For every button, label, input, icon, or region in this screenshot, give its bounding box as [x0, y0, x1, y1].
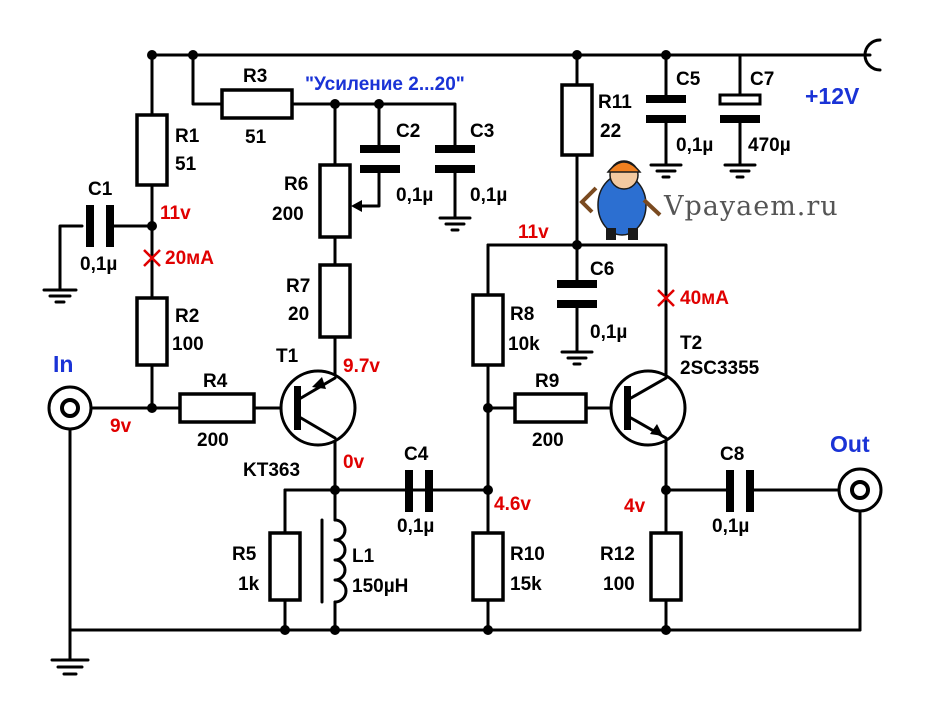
- resistor-r8: R8 10k: [471, 293, 540, 367]
- c3-value: 0,1µ: [470, 185, 507, 206]
- c4-value: 0,1µ: [397, 516, 434, 537]
- input-connector: [47, 385, 93, 431]
- r8-name: R8: [510, 304, 534, 325]
- ground-symbols: [42, 163, 757, 676]
- potentiometer-r6: R6 200: [272, 163, 362, 239]
- voltage-r11: 11v: [518, 222, 549, 243]
- c3-name: C3: [470, 121, 494, 142]
- r1-name: R1: [175, 126, 200, 147]
- gain-note: "Усиление 2...20": [305, 74, 465, 95]
- r7-name: R7: [286, 276, 310, 297]
- resistor-r2: R2 100: [135, 296, 204, 367]
- r1-value: 51: [175, 154, 197, 175]
- c4-name: C4: [404, 444, 429, 465]
- c7-name: C7: [750, 69, 774, 90]
- capacitor-c7: C7 470µ: [718, 69, 791, 167]
- r10-name: R10: [510, 544, 545, 565]
- resistor-r9: R9 200: [513, 371, 588, 451]
- r8-value: 10k: [508, 334, 540, 355]
- t2-part: 2SC3355: [680, 358, 760, 379]
- c1-name: C1: [88, 179, 113, 200]
- capacitor-c3: C3 0,1µ: [435, 121, 507, 220]
- voltage-input: 9v: [110, 416, 132, 437]
- r6-value: 200: [272, 204, 304, 225]
- r7-value: 20: [288, 304, 309, 325]
- voltage-t2-base: 4.6v: [494, 494, 531, 515]
- r3-value: 51: [245, 127, 267, 148]
- capacitor-c1: C1 0,1µ: [80, 179, 117, 275]
- r9-value: 200: [532, 430, 564, 451]
- r6-name: R6: [284, 174, 308, 195]
- current-second-stage: 40мА: [680, 288, 729, 309]
- voltage-t1-collector: 9.7v: [343, 356, 380, 377]
- r12-name: R12: [600, 544, 635, 565]
- logo-text: Vpayaem.ru: [663, 191, 839, 222]
- t1-name: T1: [276, 346, 299, 367]
- r3-name: R3: [243, 66, 267, 87]
- inductor-l1: L1 150µH: [320, 518, 408, 604]
- voltage-r1r2: 11v: [160, 203, 191, 224]
- c6-name: C6: [590, 259, 614, 280]
- r4-name: R4: [203, 371, 228, 392]
- resistor-r1: R1 51: [135, 113, 200, 187]
- resistor-r7: R7 20: [286, 263, 352, 339]
- r11-name: R11: [598, 92, 632, 113]
- resistor-r10: R10 15k: [471, 531, 545, 602]
- c1-value: 0,1µ: [80, 254, 117, 275]
- mascot-icon: [579, 160, 662, 240]
- resistor-r4: R4 200: [178, 371, 256, 451]
- junctions: [147, 50, 671, 635]
- r9-name: R9: [535, 371, 559, 392]
- voltage-t1-emitter: 0v: [343, 452, 365, 473]
- output-connector: [837, 467, 883, 513]
- supply-label: +12V: [805, 83, 860, 109]
- c2-value: 0,1µ: [396, 185, 433, 206]
- r5-value: 1k: [238, 574, 260, 595]
- r12-value: 100: [603, 574, 635, 595]
- r2-value: 100: [172, 334, 204, 355]
- resistor-r3: R3 51: [220, 66, 294, 148]
- t2-name: T2: [680, 333, 702, 354]
- capacitor-c6: C6 0,1µ: [557, 259, 627, 354]
- l1-name: L1: [352, 546, 375, 567]
- r2-name: R2: [175, 306, 199, 327]
- output-label: Out: [830, 431, 870, 457]
- capacitor-c2: C2 0,1µ: [360, 121, 433, 206]
- voltage-t2-emitter: 4v: [624, 496, 646, 517]
- site-logo: Vpayaem.ru: [579, 160, 839, 240]
- resistor-r12: R12 100: [600, 531, 683, 602]
- r11-value: 22: [600, 121, 621, 142]
- current-marker-20ma: [143, 249, 161, 267]
- c5-value: 0,1µ: [676, 135, 713, 156]
- transistor-t2: T2 2SC3355: [609, 333, 760, 447]
- current-marker-40ma: [657, 289, 675, 307]
- capacitor-c5: C5 0,1µ: [646, 69, 713, 167]
- c6-value: 0,1µ: [590, 322, 627, 343]
- c5-name: C5: [676, 69, 701, 90]
- t1-part: KT363: [243, 460, 300, 481]
- current-first-stage: 20мА: [165, 248, 214, 269]
- input-label: In: [53, 351, 73, 377]
- r5-name: R5: [232, 544, 257, 565]
- transistor-t1: T1 KT363: [243, 346, 357, 481]
- capacitor-c4: C4 0,1µ: [397, 444, 434, 537]
- c7-value: 470µ: [748, 135, 791, 156]
- r4-value: 200: [197, 430, 229, 451]
- resistor-r5: R5 1k: [232, 531, 302, 602]
- c2-name: C2: [396, 121, 420, 142]
- l1-value: 150µH: [352, 576, 408, 597]
- capacitor-c8: C8 0,1µ: [708, 444, 767, 537]
- r10-value: 15k: [510, 574, 542, 595]
- c8-name: C8: [720, 444, 744, 465]
- resistor-r11: R11 22: [560, 83, 632, 157]
- c8-value: 0,1µ: [712, 516, 749, 537]
